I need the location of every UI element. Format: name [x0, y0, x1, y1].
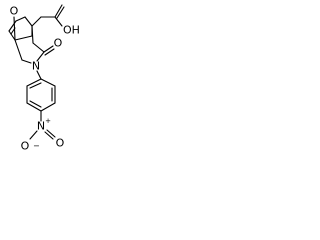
bridge-oxygen-label: O: [10, 5, 19, 18]
bond: [56, 6, 65, 19]
bond: [46, 129, 56, 138]
bond: [14, 35, 33, 41]
carboxyl-oh-label: OH: [63, 24, 80, 37]
bond: [32, 42, 45, 53]
bond: [40, 78, 56, 87]
nitro-positive-charge: +: [45, 117, 51, 125]
nitro-nitrogen-label: N: [37, 120, 45, 133]
bond: [29, 100, 42, 108]
bond: [8, 20, 17, 32]
bond: [40, 102, 56, 112]
nitro-oxygen-label: O: [21, 140, 30, 153]
bond: [44, 131, 54, 140]
bond: [31, 25, 34, 44]
bond: [24, 16, 33, 27]
bond: [15, 16, 26, 22]
bond: [36, 51, 45, 62]
amide-nitrogen-label: N: [32, 60, 40, 73]
atom-labels: O OH O N N + O − O: [10, 5, 80, 153]
bond: [14, 39, 23, 61]
molecule-structure: O OH O N N + O − O: [8, 4, 80, 153]
bond: [26, 102, 42, 112]
bond: [29, 82, 42, 89]
nitro-double-oxygen-label: O: [56, 137, 65, 150]
bond: [43, 45, 54, 53]
bond: [21, 59, 32, 64]
carbonyl-oxygen-label: O: [54, 37, 63, 50]
bond: [54, 16, 63, 27]
nitro-negative-charge: −: [33, 142, 40, 151]
bond: [26, 78, 42, 87]
bond: [31, 16, 42, 27]
bond: [54, 4, 63, 18]
bond: [36, 70, 42, 80]
bond: [29, 130, 38, 140]
bond-lines: [8, 4, 65, 140]
bond: [13, 16, 16, 41]
bond: [44, 48, 55, 56]
bond: [8, 30, 16, 41]
